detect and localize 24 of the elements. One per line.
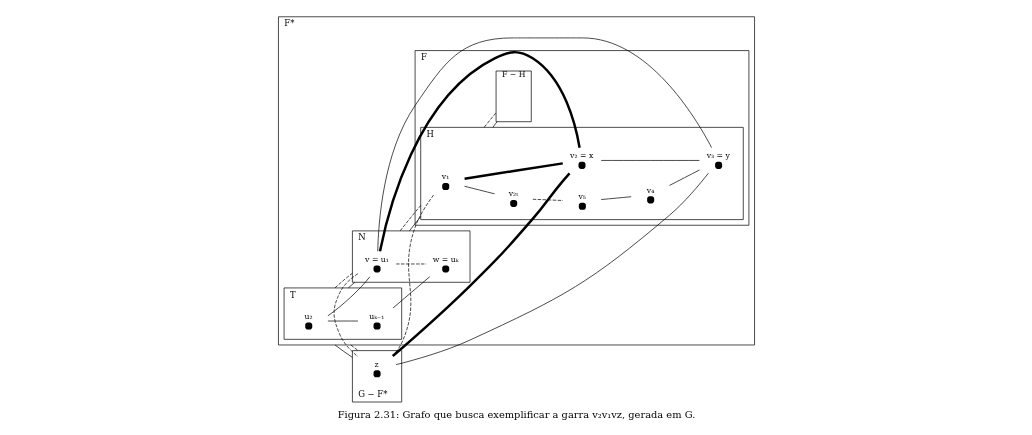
connector: [376, 37, 712, 252]
connector: [392, 276, 430, 309]
connector: [334, 344, 353, 358]
caption: Figura 2.31: Grafo que busca exemplificar a garra v₂v₁vz, gerada em G.: [337, 409, 695, 421]
connector: [334, 272, 353, 289]
connector: [463, 162, 563, 180]
connector: [668, 169, 700, 186]
connector: [347, 281, 355, 289]
connector: [408, 216, 421, 232]
connector: [492, 121, 497, 128]
connector: [378, 50, 581, 252]
connector: [600, 196, 632, 200]
connector: [327, 276, 370, 317]
connector: [483, 112, 496, 128]
connector: [391, 194, 434, 357]
connector: [349, 344, 358, 351]
connector: [395, 263, 427, 265]
connector: [600, 160, 700, 161]
connector: [391, 172, 570, 357]
connector: [395, 172, 709, 365]
connector: [399, 205, 421, 232]
connector: [463, 185, 495, 195]
connector: [333, 273, 358, 357]
connector: [532, 198, 563, 201]
